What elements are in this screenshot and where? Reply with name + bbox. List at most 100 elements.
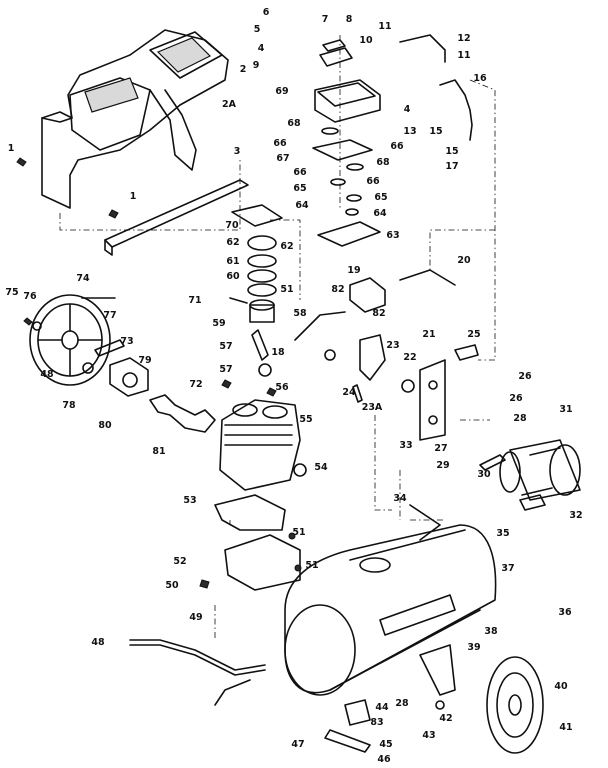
callout-c51b: 51 [292,527,305,538]
callout-c40: 40 [554,681,568,692]
callout-c2a: 2A [222,99,237,110]
callout-c15a: 15 [429,126,442,137]
callout-c69: 69 [275,86,288,97]
callout-c11a: 11 [378,21,391,32]
callout-c75: 75 [5,287,18,298]
callout-c53: 53 [183,495,196,506]
callout-c56: 56 [275,382,289,393]
callout-c38: 38 [484,626,498,637]
callout-c68b: 68 [376,157,390,168]
flywheel-pulley [23,294,116,386]
callout-c62a: 62 [226,237,239,248]
callout-c15b: 15 [445,146,458,157]
callout-c31: 31 [559,404,572,415]
callout-c74: 74 [76,273,90,284]
callout-c44: 44 [375,702,389,713]
callout-c20: 20 [457,255,471,266]
callout-c51c: 51 [305,560,318,571]
callout-c9: 9 [253,60,260,71]
callout-c36: 36 [558,607,572,618]
callout-c32: 32 [569,510,582,521]
callout-c37: 37 [501,563,514,574]
callout-c79: 79 [138,355,151,366]
callout-c1a: 1 [8,143,15,154]
cylinder-head [231,39,381,247]
callout-c77: 77 [103,310,116,321]
callout-c41: 41 [559,722,572,733]
crankshaft-parts [82,339,216,433]
callout-c16: 16 [473,73,487,84]
callout-c49: 49 [189,612,202,623]
callout-c63: 63 [386,230,399,241]
callout-c8: 8 [346,14,353,25]
callout-c60: 60 [226,271,240,282]
callout-c33: 33 [399,440,412,451]
callout-c6: 6 [263,7,270,18]
callout-c82b: 82 [372,308,385,319]
callout-c1b: 1 [130,191,137,202]
callout-c51a: 51 [280,284,293,295]
callout-c26b: 26 [509,393,523,404]
callout-c72: 72 [189,379,202,390]
callout-c12: 12 [457,33,470,44]
callout-c5: 5 [254,24,261,35]
callout-c52: 52 [173,556,186,567]
pressure-switch [349,277,479,403]
callout-c83: 83 [370,717,383,728]
callout-c57a: 57 [219,341,232,352]
callout-c73: 73 [120,336,133,347]
callout-c23: 23 [386,340,399,351]
air-tank [284,504,497,696]
callout-c18: 18 [271,347,285,358]
callout-c10: 10 [359,35,373,46]
wheel-assembly [324,644,544,754]
callout-c61: 61 [226,256,239,267]
piston-assembly [229,235,277,377]
callout-c24: 24 [342,387,356,398]
callout-c11b: 11 [457,50,470,61]
screw-1 [16,157,119,219]
electric-motor [479,439,581,511]
callout-c66c: 66 [293,167,307,178]
assembly-lines [59,35,496,640]
callout-c19: 19 [347,265,360,276]
callout-c45: 45 [379,739,392,750]
tank-handle [129,639,266,706]
callout-c13: 13 [403,126,416,137]
callout-c21: 21 [422,329,435,340]
callout-c68a: 68 [287,118,301,129]
callout-c67: 67 [276,153,289,164]
callout-c65b: 65 [374,192,387,203]
callout-c30: 30 [477,469,491,480]
callout-c50: 50 [165,580,179,591]
callout-c55: 55 [299,414,312,425]
callout-c64a: 64 [295,200,309,211]
motor-bracket [419,359,446,441]
callout-c3: 3 [234,146,241,157]
callout-c2: 2 [240,64,247,75]
callout-c28a: 28 [513,413,527,424]
callout-c48a: 48 [40,369,54,380]
callout-c59: 59 [212,318,225,329]
callout-c66b: 66 [390,141,404,152]
callout-c47: 47 [291,739,304,750]
callout-c22: 22 [403,352,416,363]
callout-c81: 81 [152,446,165,457]
callout-c4b: 4 [404,104,411,115]
callout-c48b: 48 [91,637,105,648]
callout-c54: 54 [314,462,328,473]
callout-c23a: 23A [362,402,383,413]
callout-c66a: 66 [273,138,287,149]
callout-c70: 70 [225,220,239,231]
callout-c78: 78 [62,400,76,411]
callout-c42: 42 [439,713,452,724]
callout-c64b: 64 [373,208,387,219]
callout-c46: 46 [377,754,391,765]
callout-c57b: 57 [219,364,232,375]
callout-c7: 7 [322,14,329,25]
callout-c66d: 66 [366,176,380,187]
callout-c35: 35 [496,528,509,539]
callout-c62b: 62 [280,241,293,252]
callout-c65a: 65 [293,183,306,194]
